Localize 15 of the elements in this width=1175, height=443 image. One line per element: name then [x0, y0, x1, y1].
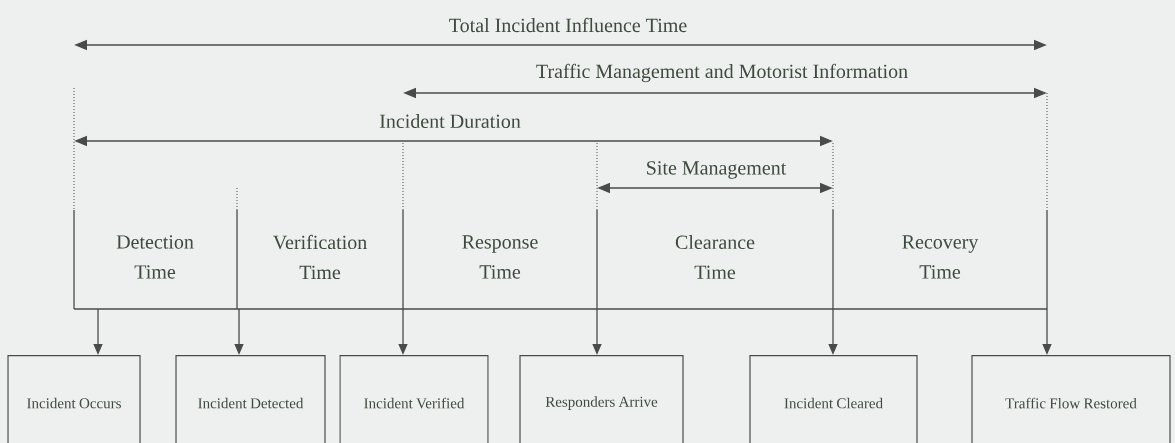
span-label: Traffic Management and Motorist Information	[536, 63, 908, 83]
interval-label: Response Time	[462, 235, 538, 279]
event-box: Traffic Flow Restored	[971, 355, 1171, 443]
event-box: Incident Cleared	[749, 355, 918, 443]
event-box: Responders Arrive	[519, 355, 684, 443]
interval-label: Detection Time	[116, 235, 194, 279]
span-label: Incident Duration	[379, 113, 521, 128]
interval-label: Clearance Time	[675, 234, 755, 279]
interval-label: Verification Time	[273, 234, 367, 280]
event-box: Incident Detected	[175, 355, 326, 443]
interval-label: Recovery Time	[902, 235, 979, 279]
span-label: Total Incident Influence Time	[449, 17, 687, 33]
event-box: Incident Verified	[339, 355, 489, 443]
event-box: Incident Occurs	[7, 355, 141, 443]
span-label: Site Management	[647, 161, 787, 179]
